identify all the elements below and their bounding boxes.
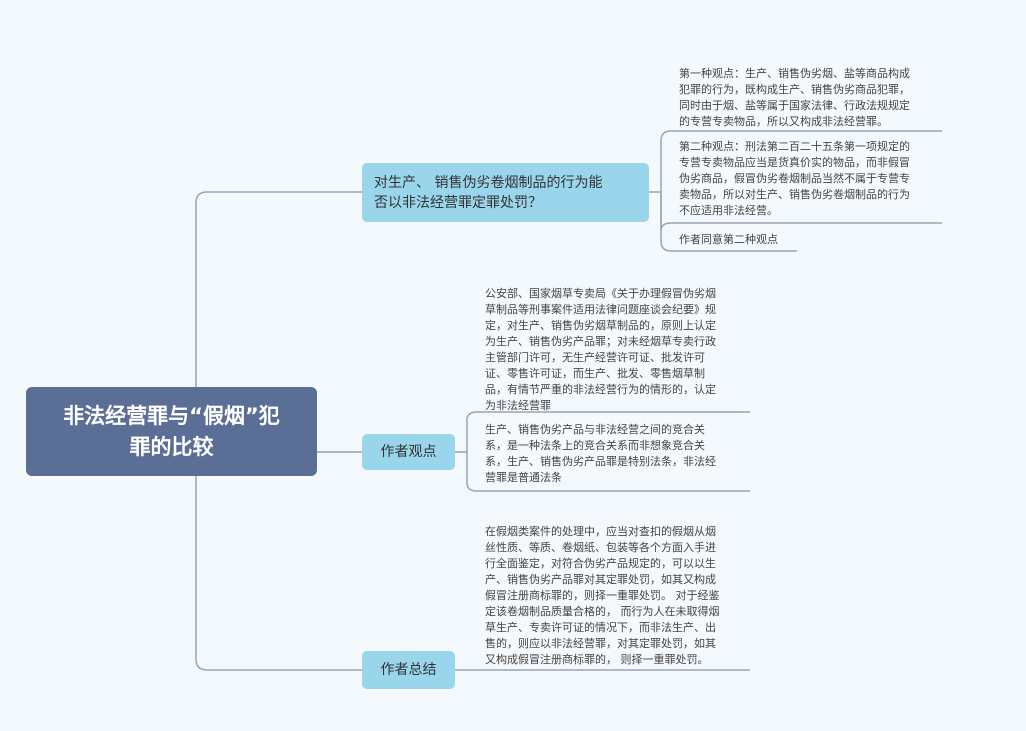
leaf-line: 草生产、专卖许可证的情况下，而非法生产、出: [485, 621, 716, 634]
leaf-line: 犯罪的行为，既构成生产、销售伪劣商品犯罪，: [679, 83, 910, 96]
leaf-regulation-summary[interactable]: 公安部、国家烟草专卖局《关于办理假冒伪劣烟 草制品等刑事案件适用法律问题座谈会纪…: [485, 286, 716, 414]
leaf-summary-text[interactable]: 在假烟类案件的处理中，应当对查扣的假烟从烟 丝性质、等质、卷烟纸、包装等各个方面…: [485, 524, 720, 668]
leaf-line: 生产、销售伪劣产品与非法经营之间的竞合关: [485, 423, 705, 436]
leaf-line: 行全面鉴定，对符合伪劣产品规定的，可以以生: [485, 557, 716, 570]
leaf-line: 主管部门许可，无生产经营许可证、批发许可: [485, 351, 705, 364]
leaf-line: 为生产、销售伪劣产品罪；对未经烟草专卖行政: [485, 335, 716, 348]
leaf-line: 草制品等刑事案件适用法律问题座谈会纪要》规: [485, 303, 716, 316]
connector-t1-leaf2: [660, 192, 942, 232]
leaf-line: 为非法经营罪: [485, 399, 551, 412]
topic-author-summary[interactable]: 作者总结: [362, 651, 455, 689]
leaf-line: 又构成假冒注册商标罪的， 则择一重罪处罚。: [485, 653, 709, 666]
leaf-line: 不应适用非法经营。: [679, 204, 778, 217]
leaf-line: 在假烟类案件的处理中，应当对查扣的假烟从烟: [485, 525, 716, 538]
root-topic-line2: 罪的比较: [129, 434, 214, 459]
leaf-first-view[interactable]: 第一种观点：生产、销售伪劣烟、盐等商品构成 犯罪的行为，既构成生产、销售伪劣商品…: [679, 66, 910, 130]
leaf-line: 作者同意第二种观点: [679, 233, 778, 246]
leaf-author-agrees[interactable]: 作者同意第二种观点: [679, 232, 778, 248]
leaf-concurrence-relation[interactable]: 生产、销售伪劣产品与非法经营之间的竞合关 系，是一种法条上的竞合关系而非想象竞合…: [485, 422, 716, 486]
topic-line: 对生产、 销售伪劣卷烟制品的行为能: [374, 174, 603, 191]
leaf-line: 公安部、国家烟草专卖局《关于办理假冒伪劣烟: [485, 287, 716, 300]
leaf-line: 营罪是普通法条: [485, 471, 562, 484]
connector-t1-branch: [649, 191, 797, 252]
connector-t2-leaf1: [455, 411, 750, 453]
leaf-line: 系，生产、销售伪劣产品罪是特别法条，非法经: [485, 455, 716, 468]
leaf-line: 伪劣商品，假冒伪劣卷烟制品当然不属于专营专: [679, 172, 910, 185]
root-topic[interactable]: 非法经营罪与“假烟”犯 罪的比较: [26, 387, 317, 476]
leaf-line: 产、销售伪劣产品罪对其定罪处罚，如其又构成: [485, 573, 716, 586]
topic-author-view[interactable]: 作者观点: [362, 434, 455, 470]
leaf-line: 同时由于烟、盐等属于国家法律、行政法规规定: [679, 99, 910, 112]
leaf-line: 第二种观点：刑法第二百二十五条第一项规定的: [679, 140, 910, 153]
leaf-line: 证、零售许可证，而生产、批发、零售烟草制: [485, 367, 705, 380]
leaf-line: 卖物品，所以对生产、销售伪劣卷烟制品的行为: [679, 188, 910, 201]
leaf-line: 定，对生产、销售伪劣烟草制品的，原则上认定: [485, 319, 716, 332]
leaf-line: 丝性质、等质、卷烟纸、包装等各个方面入手进: [485, 541, 716, 554]
connector-t1-leaf1: [660, 130, 942, 192]
connector-root-t1: [195, 191, 362, 433]
leaf-line: 的专营专卖物品，所以又构成非法经营罪。: [679, 115, 888, 128]
leaf-line: 系，是一种法条上的竞合关系而非想象竞合关: [485, 439, 705, 452]
leaf-line: 售的，则应以非法经营罪，对其定罪处罚，如其: [485, 637, 716, 650]
topic-line: 否以非法经营罪定罪处罚？: [374, 194, 542, 211]
leaf-line: 第一种观点：生产、销售伪劣烟、盐等商品构成: [679, 67, 910, 80]
leaf-line: 假冒注册商标罪的，则择一重罪处罚。 对于经鉴: [485, 589, 720, 602]
leaf-line: 专营专卖物品应当是货真价实的物品，而非假冒: [679, 156, 910, 169]
connector-t2-leaf2: [466, 452, 750, 492]
leaf-line: 品，有情节严重的非法经营行为的情形的，认定: [485, 383, 716, 396]
leaf-line: 定该卷烟制品质量合格的， 而行为人在未取得烟: [485, 605, 720, 618]
leaf-second-view[interactable]: 第二种观点：刑法第二百二十五条第一项规定的 专营专卖物品应当是货真价实的物品，而…: [679, 139, 910, 219]
root-topic-line1: 非法经营罪与“假烟”犯: [63, 403, 280, 428]
topic-legality-question[interactable]: 对生产、 销售伪劣卷烟制品的行为能 否以非法经营罪定罪处罚？: [362, 163, 649, 222]
connector-root-t3: [195, 431, 362, 671]
